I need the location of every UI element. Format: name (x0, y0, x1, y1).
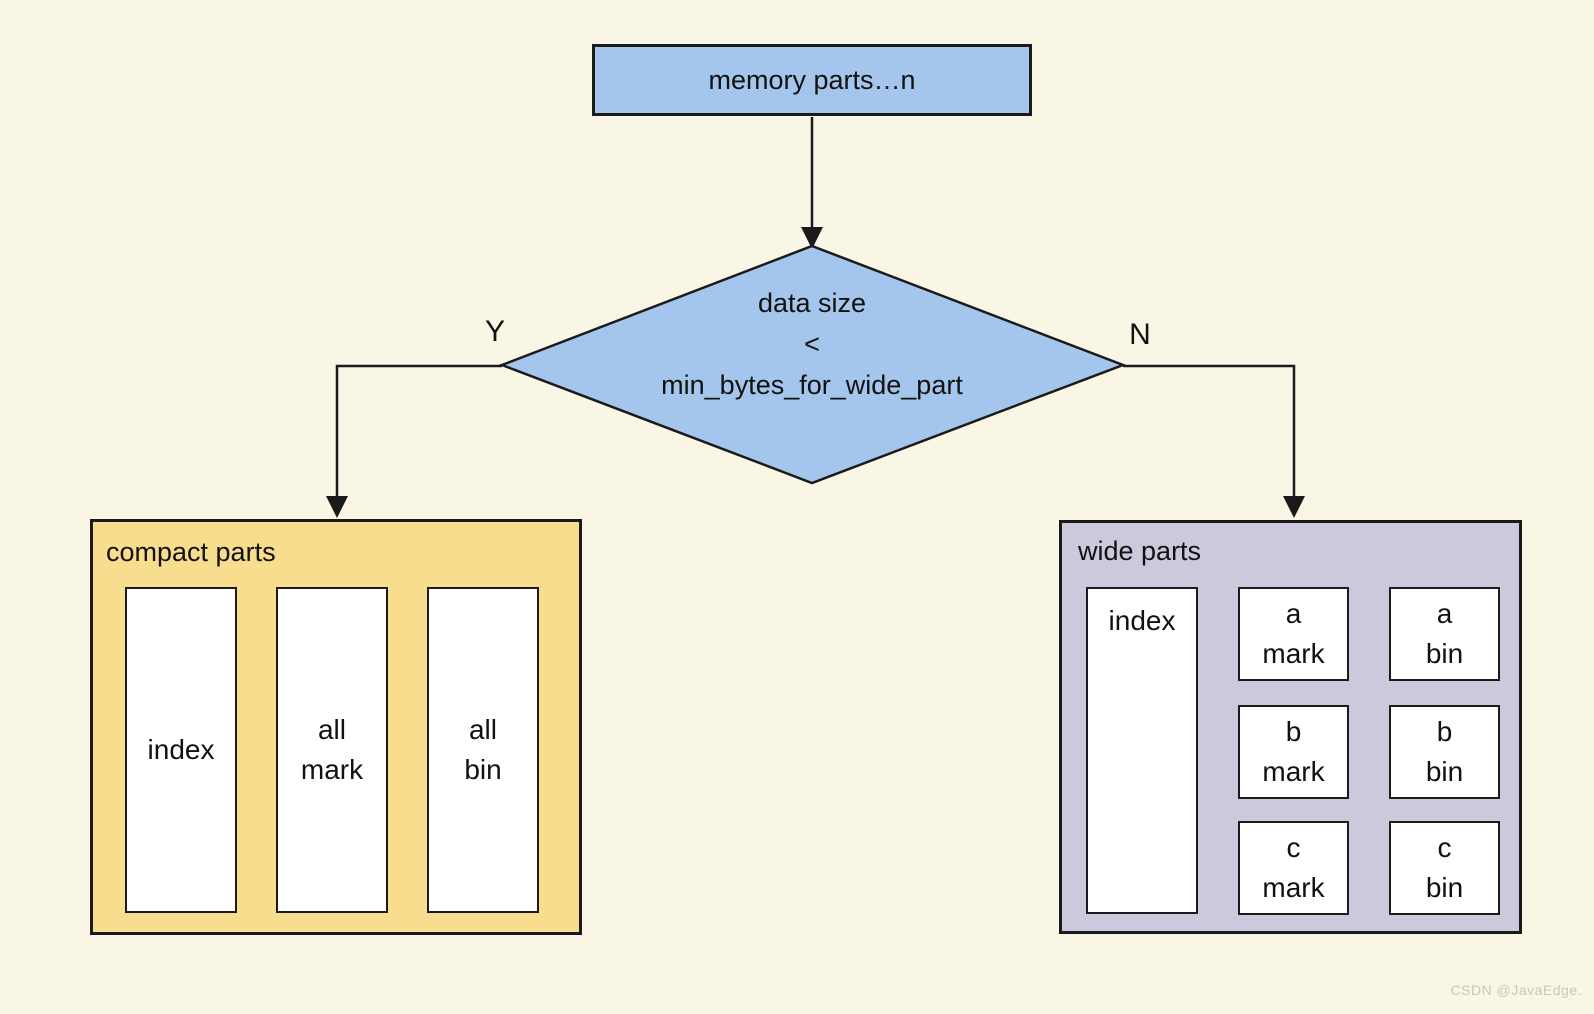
wide-cell-a-mark-line1: a (1285, 598, 1302, 629)
wide-parts-title: wide parts (1078, 536, 1202, 566)
wide-cell-c-mark-line1: c (1286, 832, 1301, 863)
compact-all-mark-line2: mark (300, 754, 364, 785)
compact-all-mark-line1: all (317, 714, 346, 745)
wide-parts-group: wide parts index a mark a bin b mark b b… (1059, 520, 1522, 934)
wide-cell-a-bin-line2: bin (1425, 638, 1464, 669)
decision-line-2: < (804, 329, 820, 359)
wide-cell-b-mark-line2: mark (1262, 756, 1325, 787)
compact-all-bin-line1: all (468, 714, 497, 745)
wide-cell-c-mark: c mark (1238, 821, 1349, 915)
wide-index-label: index (1108, 605, 1176, 636)
wide-cell-a-bin-line1: a (1436, 598, 1453, 629)
compact-all-bin-line2: bin (464, 754, 502, 785)
wide-cell-b-bin-line1: b (1436, 716, 1453, 747)
branch-label-no: N (1129, 318, 1151, 351)
decision-line-3: min_bytes_for_wide_part (661, 370, 963, 400)
compact-column-all-mark: all mark (276, 587, 388, 913)
compact-column-index: index (125, 587, 237, 913)
memory-parts-node: memory parts…n (592, 44, 1032, 116)
wide-cell-b-mark-line1: b (1285, 716, 1302, 747)
compact-parts-group: compact parts index all mark all bin (90, 519, 582, 935)
wide-cell-a-mark-line2: mark (1262, 638, 1325, 669)
arrowhead-no-branch (1283, 496, 1305, 518)
compact-parts-title: compact parts (106, 537, 276, 567)
wide-cell-c-bin: c bin (1389, 821, 1500, 915)
arrow-no-branch (1123, 364, 1296, 497)
compact-index-label: index (147, 734, 215, 765)
wide-cell-b-bin: b bin (1389, 705, 1500, 799)
wide-cell-c-bin-line2: bin (1425, 872, 1464, 903)
decision-diamond-shape (498, 244, 1127, 485)
wide-cell-a-mark: a mark (1238, 587, 1349, 681)
decision-line-1: data size (757, 288, 867, 318)
wide-cell-a-bin: a bin (1389, 587, 1500, 681)
branch-label-yes: Y (484, 315, 505, 348)
arrowhead-memory-to-decision (801, 227, 823, 249)
wide-column-index: index (1086, 587, 1198, 914)
wide-cell-c-bin-line1: c (1437, 832, 1452, 863)
wide-cell-b-mark: b mark (1238, 705, 1349, 799)
memory-parts-label: memory parts…n (708, 64, 916, 95)
compact-column-all-bin: all bin (427, 587, 539, 913)
watermark: CSDN @JavaEdge. (1450, 982, 1582, 998)
arrowhead-yes-branch (326, 496, 348, 518)
decision-node-label: data size < min_bytes_for_wide_part (512, 283, 1112, 406)
wide-cell-b-bin-line2: bin (1425, 756, 1464, 787)
arrow-yes-branch (335, 364, 502, 497)
wide-cell-c-mark-line2: mark (1262, 872, 1325, 903)
